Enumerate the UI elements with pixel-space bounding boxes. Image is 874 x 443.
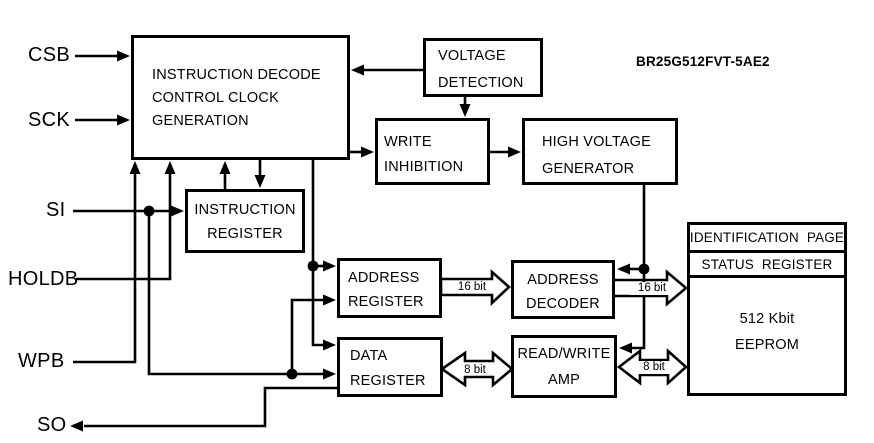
pin-label-sck: SCK (28, 109, 71, 131)
wire-wpb (73, 161, 141, 364)
block-label-line: HIGH VOLTAGE (542, 134, 652, 150)
block-address-register: ADDRESS REGISTER (337, 258, 442, 318)
bus-arrow-addr-reg-to-decoder (439, 269, 511, 307)
block-label-line: ADDRESS (527, 272, 599, 288)
block-label-line: DATA (350, 348, 388, 364)
wire-voltage-detection-to-write-inhibition (459, 97, 471, 117)
wire-sck (75, 114, 130, 126)
block-label-line: REGISTER (350, 373, 426, 389)
bus-width-label-16bit-decoder-to-eeprom: 16 bit (630, 282, 674, 295)
wire-voltage-detection-to-decode (351, 64, 423, 76)
block-instruction-register: INSTRUCTION REGISTER (185, 189, 305, 253)
eeprom-section-status-register: STATUS REGISTER (690, 253, 844, 278)
block-eeprom: IDENTIFICATION PAGE STATUS REGISTER 512 … (687, 222, 847, 396)
bus-width-label-16bit-register-to-decoder: 16 bit (457, 281, 487, 293)
part-number: BR25G512FVT-5AE2 (636, 54, 770, 69)
block-label-line: DECODER (526, 296, 600, 312)
bus-width-label-8bit-amp-to-eeprom: 8 bit (632, 361, 676, 374)
wire-si (73, 205, 336, 380)
block-label-line: INSTRUCTION (194, 202, 296, 218)
block-label-line: AMP (547, 372, 581, 388)
pin-label-so: SO (37, 414, 67, 436)
bus-width-label-8bit-register-to-amp: 8 bit (464, 364, 486, 376)
block-label-line: ADDRESS (348, 270, 420, 286)
block-read-write-amp: READ/WRITE AMP (511, 335, 617, 398)
junction-dot (638, 263, 650, 275)
wire-instr-register-to-decode (219, 161, 231, 189)
wire-write-inhibition-to-hv-generator (490, 146, 521, 158)
block-voltage-detection: VOLTAGE DETECTION (423, 38, 543, 97)
block-address-decoder: ADDRESS DECODER (511, 260, 615, 319)
wire-hv-generator-to-decoder-and-amp (617, 185, 650, 354)
block-label-line: GENERATOR (542, 161, 635, 177)
block-label-line: EEPROM (734, 337, 800, 353)
wire-decode-to-write-inhibition (350, 146, 374, 158)
block-data-register: DATA REGISTER (337, 337, 443, 397)
pin-label-csb: CSB (28, 44, 71, 66)
block-write-inhibition: WRITE INHIBITION (375, 118, 490, 185)
block-label-line: WRITE (384, 134, 432, 150)
block-high-voltage-generator: HIGH VOLTAGE GENERATOR (522, 118, 678, 185)
block-label-line: 512 Kbit (739, 311, 795, 327)
pin-label-wpb: WPB (18, 350, 65, 372)
block-label-line: INHIBITION (384, 159, 464, 175)
wire-csb (75, 50, 130, 62)
pin-label-holdb: HOLDB (8, 268, 79, 290)
block-label-line: VOLTAGE (438, 48, 506, 64)
block-label-line: REGISTER (207, 226, 283, 242)
block-label-line: READ/WRITE (517, 346, 611, 362)
block-instruction-decode-control-clock-generation: INSTRUCTION DECODE CONTROL CLOCK GENERAT… (131, 35, 350, 160)
eeprom-section-identification-page: IDENTIFICATION PAGE (690, 225, 844, 253)
wire-decode-to-instr-register (254, 160, 266, 188)
block-label-line: DETECTION (438, 75, 524, 91)
junction-dot (307, 260, 319, 272)
block-label-line: CONTROL CLOCK (152, 90, 279, 106)
eeprom-section-memory: 512 Kbit EEPROM (690, 278, 844, 393)
block-label-line: REGISTER (348, 294, 424, 310)
wire-holdb (76, 161, 176, 281)
wire-so (70, 386, 337, 432)
block-label-line: INSTRUCTION DECODE (152, 67, 321, 83)
block-label-line: GENERATION (152, 113, 249, 129)
pin-label-si: SI (46, 199, 66, 221)
wire-decode-to-registers (307, 160, 336, 351)
